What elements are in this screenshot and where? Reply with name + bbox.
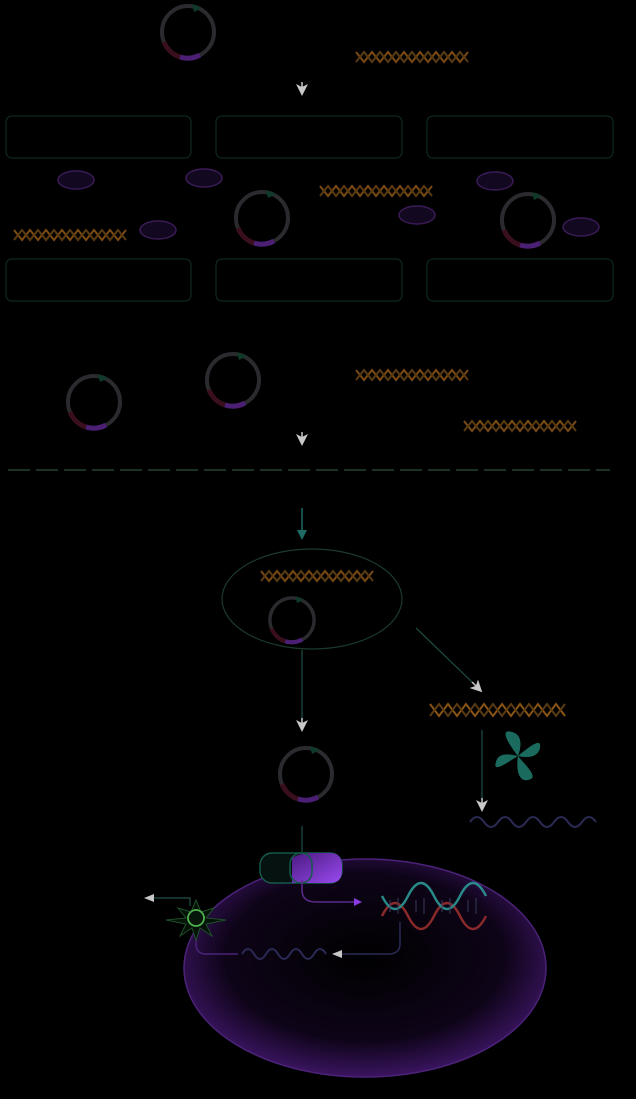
- plasmid: [160, 4, 216, 61]
- arrow: [469, 679, 483, 693]
- dna-fragment: [429, 702, 566, 718]
- plasmid: [234, 190, 290, 247]
- arrow-head: [144, 894, 154, 902]
- arrow-head: [354, 898, 362, 906]
- vesicle: [57, 170, 95, 190]
- vesicle: [562, 217, 600, 237]
- plasmid: [268, 596, 316, 645]
- arrow-head: [332, 950, 342, 958]
- dna-fragment: [260, 569, 374, 583]
- vesicle: [185, 168, 223, 188]
- box: [215, 115, 403, 159]
- vesicle: [398, 205, 436, 225]
- protein-icon: [495, 731, 541, 781]
- box: [426, 115, 614, 159]
- plasmid: [500, 192, 556, 249]
- dna-fragment: [319, 184, 433, 198]
- box: [5, 115, 192, 159]
- vesicle: [139, 220, 177, 240]
- plasmid: [205, 352, 261, 409]
- receptor-icon: [165, 898, 227, 942]
- arrow: [340, 922, 401, 955]
- arrow-head: [297, 530, 307, 540]
- plasmid: [278, 746, 334, 803]
- box: [215, 258, 403, 302]
- plasmid: [66, 374, 122, 431]
- box: [5, 258, 192, 302]
- arrow: [195, 930, 238, 955]
- dna-fragment: [13, 228, 127, 242]
- vesicle: [476, 171, 514, 191]
- arrow: [415, 627, 473, 683]
- box: [426, 258, 614, 302]
- double-helix-icon: [380, 881, 488, 931]
- arrow: [301, 880, 356, 903]
- arrow: [152, 897, 191, 906]
- dna-fragment: [355, 368, 469, 382]
- dna-fragment: [463, 419, 577, 433]
- rna-strand: [469, 816, 597, 828]
- host-cell: [221, 548, 403, 650]
- channel-icon: [259, 852, 343, 884]
- dna-fragment: [355, 50, 469, 64]
- rna-strand: [241, 948, 327, 960]
- target-cell: [183, 858, 547, 1078]
